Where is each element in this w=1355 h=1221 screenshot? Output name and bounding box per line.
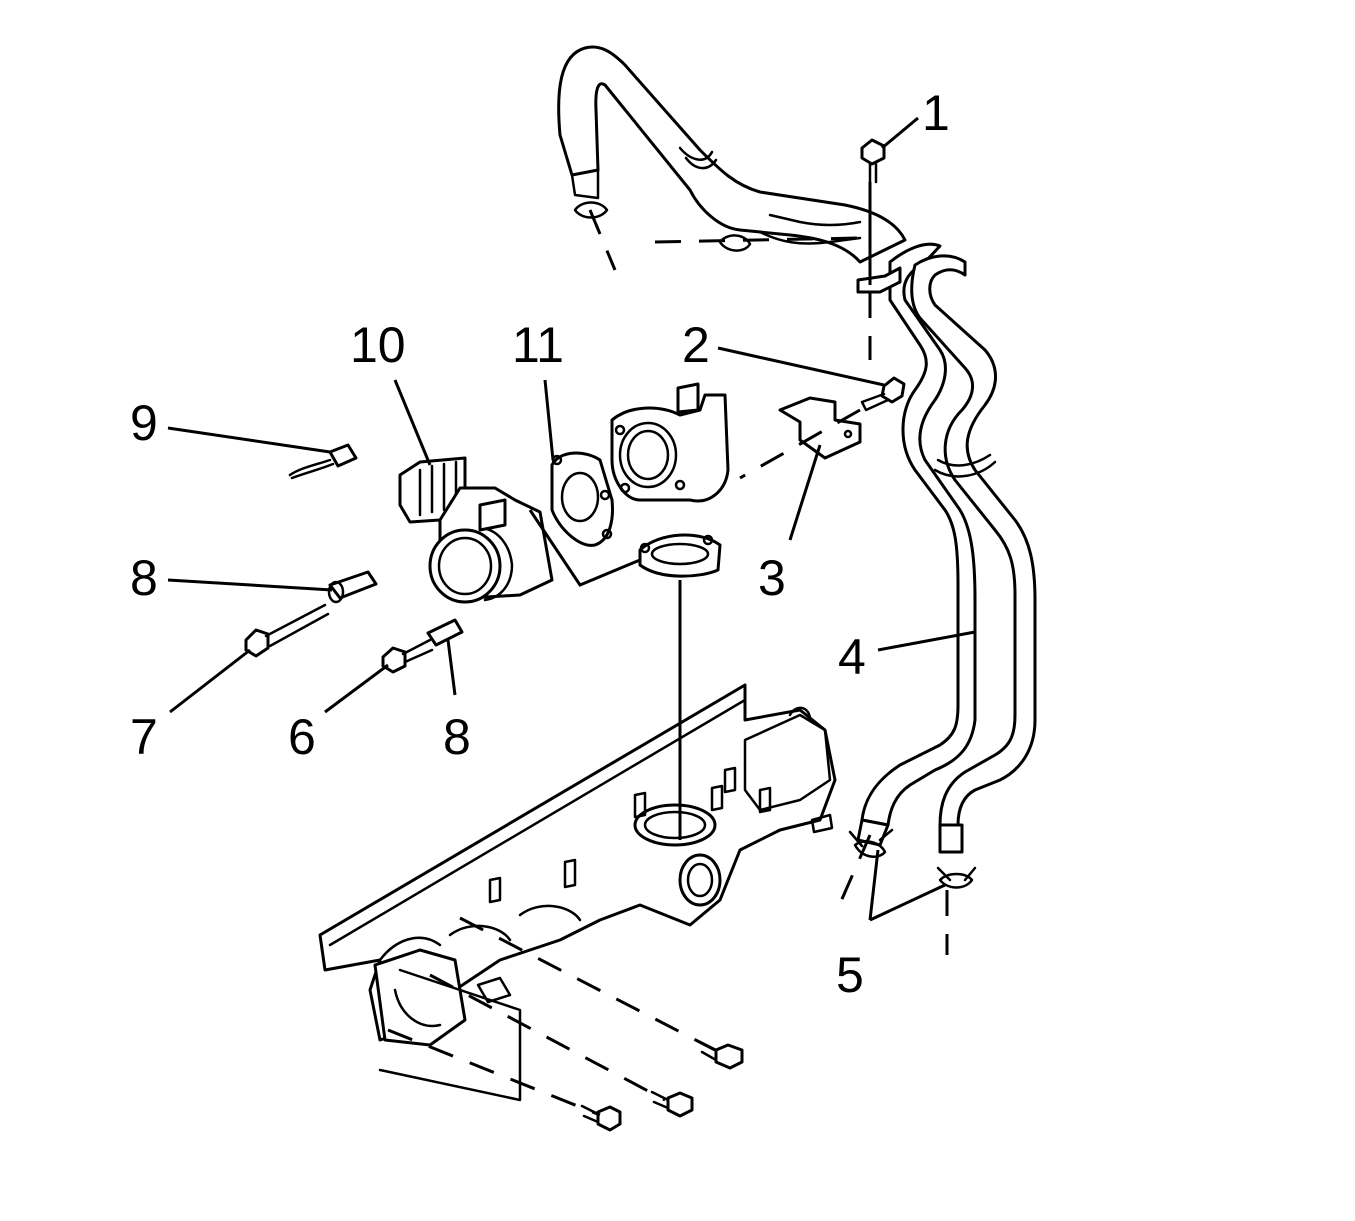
callout-1: 1 (922, 85, 950, 141)
callout-2: 2 (682, 317, 710, 373)
leader-lines (167, 116, 976, 922)
callout-6: 6 (288, 709, 316, 765)
throttle-body-adapter-housing (610, 382, 730, 503)
callout-5: 5 (836, 947, 864, 1003)
sensor-connector (288, 443, 358, 480)
callout-9: 9 (130, 395, 158, 451)
callout-8-lower: 8 (443, 709, 471, 765)
callout-7: 7 (130, 709, 158, 765)
callout-3: 3 (758, 550, 786, 606)
gasket (550, 451, 614, 547)
hose-bracket-bolt (856, 138, 902, 294)
intake-manifold (318, 683, 837, 1047)
callout-10: 10 (350, 317, 406, 373)
bracket-bolt (860, 376, 906, 412)
hose-clamps (573, 201, 977, 889)
callout-11: 11 (512, 317, 564, 373)
assembly-dashed-lines (378, 209, 949, 1117)
callout-8-upper: 8 (130, 550, 158, 606)
throttle-body (398, 456, 554, 604)
manifold-bolts (580, 1040, 744, 1132)
intake-gasket (638, 533, 722, 578)
mounting-bracket (778, 396, 862, 460)
callout-4: 4 (838, 629, 866, 685)
